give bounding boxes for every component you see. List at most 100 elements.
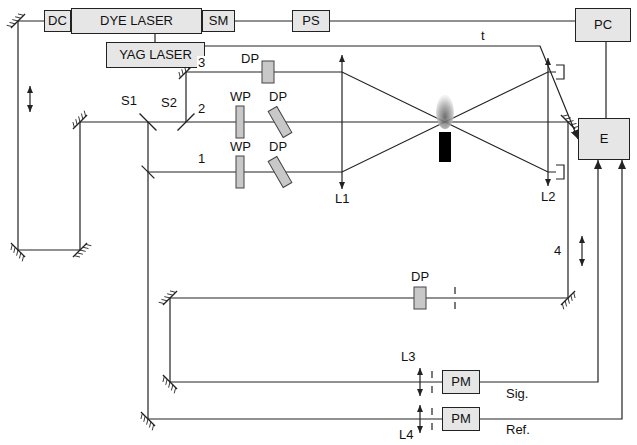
mirror-hatch (141, 413, 142, 419)
mirror-hatch (565, 301, 566, 307)
mirror (163, 375, 177, 389)
burner (439, 132, 451, 162)
signal-line (205, 46, 578, 139)
dove-prism (262, 61, 274, 83)
mirror-hatch (77, 253, 83, 254)
part-label: L3 (400, 350, 416, 364)
wave-plate (236, 106, 244, 138)
part-label: L4 (398, 428, 414, 442)
instrument-box: SM (202, 10, 235, 32)
mirror-hatch (10, 22, 16, 23)
mirror-hatch (22, 256, 23, 262)
mirror-hatch (74, 256, 80, 257)
mirror-hatch (171, 385, 172, 391)
part-label: WP (229, 90, 252, 104)
pump-beam (148, 72, 556, 172)
part-label: DP (410, 270, 430, 284)
part-label: 4 (553, 244, 562, 258)
instrument-box: YAG LASER (106, 42, 205, 68)
wave-plate (236, 156, 244, 188)
signal-line (154, 34, 155, 42)
mirror-hatch (562, 304, 563, 310)
mirror (561, 291, 575, 305)
signal-line (330, 20, 575, 21)
mirror-hatch (562, 115, 568, 116)
mirror (163, 291, 177, 305)
lens (341, 55, 342, 189)
mirror-hatch (83, 247, 89, 248)
part-label: WP (229, 140, 252, 154)
mirror-hatch (15, 17, 21, 18)
mirror-hatch (568, 121, 574, 122)
box-label: DYE LASER (100, 14, 173, 28)
mirror-hatch (166, 379, 167, 385)
instrument-box: PS (292, 10, 330, 32)
probe-beam (148, 122, 568, 382)
mirror-hatch (86, 244, 92, 245)
part-label: 1 (197, 152, 206, 166)
part-label: L1 (334, 192, 350, 206)
part-label: S2 (160, 96, 178, 110)
instrument-box: PM (442, 407, 480, 431)
beam-splitter (140, 114, 157, 131)
instrument-box: DC (44, 10, 71, 32)
mirror-hatch (12, 20, 18, 21)
box-label: PC (594, 18, 612, 32)
mirror-hatch (76, 119, 77, 125)
box-label: SM (209, 14, 229, 28)
part-label: L2 (540, 190, 556, 204)
beam-dump (556, 165, 564, 179)
mirror-hatch (162, 299, 168, 300)
mirror-hatch (174, 388, 175, 394)
mirror-hatch (11, 244, 12, 250)
mirror-hatch (565, 118, 571, 119)
part-label: 3 (197, 56, 206, 70)
mirror (11, 243, 25, 257)
part-label: Sig. (505, 387, 529, 401)
mirror-hatch (17, 250, 18, 256)
mirror-hatch (79, 116, 80, 122)
mirror-hatch (149, 422, 150, 428)
mirror-hatch (81, 114, 82, 120)
mirror-hatch (163, 376, 164, 382)
part-label: Ref. (505, 423, 531, 437)
reference-beam (148, 122, 442, 419)
mirror (73, 115, 87, 129)
box-label: PM (451, 412, 471, 426)
signal-line (480, 160, 598, 382)
beam-dump (556, 65, 564, 79)
mirror-hatch (574, 292, 575, 298)
part-label: DP (268, 90, 288, 104)
mirror-hatch (182, 69, 183, 75)
mirror-hatch (73, 122, 74, 128)
mirror-hatch (159, 302, 165, 303)
mirror-hatch (14, 247, 15, 253)
dove-prism (414, 287, 426, 309)
translation-arrow (29, 86, 30, 112)
flame (436, 95, 454, 129)
box-label: YAG LASER (119, 48, 192, 62)
mirror-hatch (571, 123, 577, 124)
mirror-hatch (84, 111, 85, 117)
part-label: S1 (120, 94, 138, 108)
dove-prism (268, 107, 292, 138)
dove-prism (268, 157, 292, 188)
instrument-box: DYE LASER (71, 8, 202, 34)
mirror-hatch (571, 295, 572, 301)
mirror (561, 115, 575, 129)
box-label: E (600, 132, 609, 146)
mirror (73, 243, 87, 257)
mirror-hatch (169, 382, 170, 388)
box-label: PS (302, 14, 319, 28)
mirror (11, 14, 25, 28)
edge-label: t (480, 29, 486, 43)
instrument-box: PC (575, 8, 631, 42)
mirror-hatch (152, 425, 153, 431)
mirror-hatch (18, 14, 24, 15)
mirror-hatch (568, 298, 569, 304)
part-label: 2 (197, 102, 206, 116)
mirror-hatch (179, 72, 180, 78)
